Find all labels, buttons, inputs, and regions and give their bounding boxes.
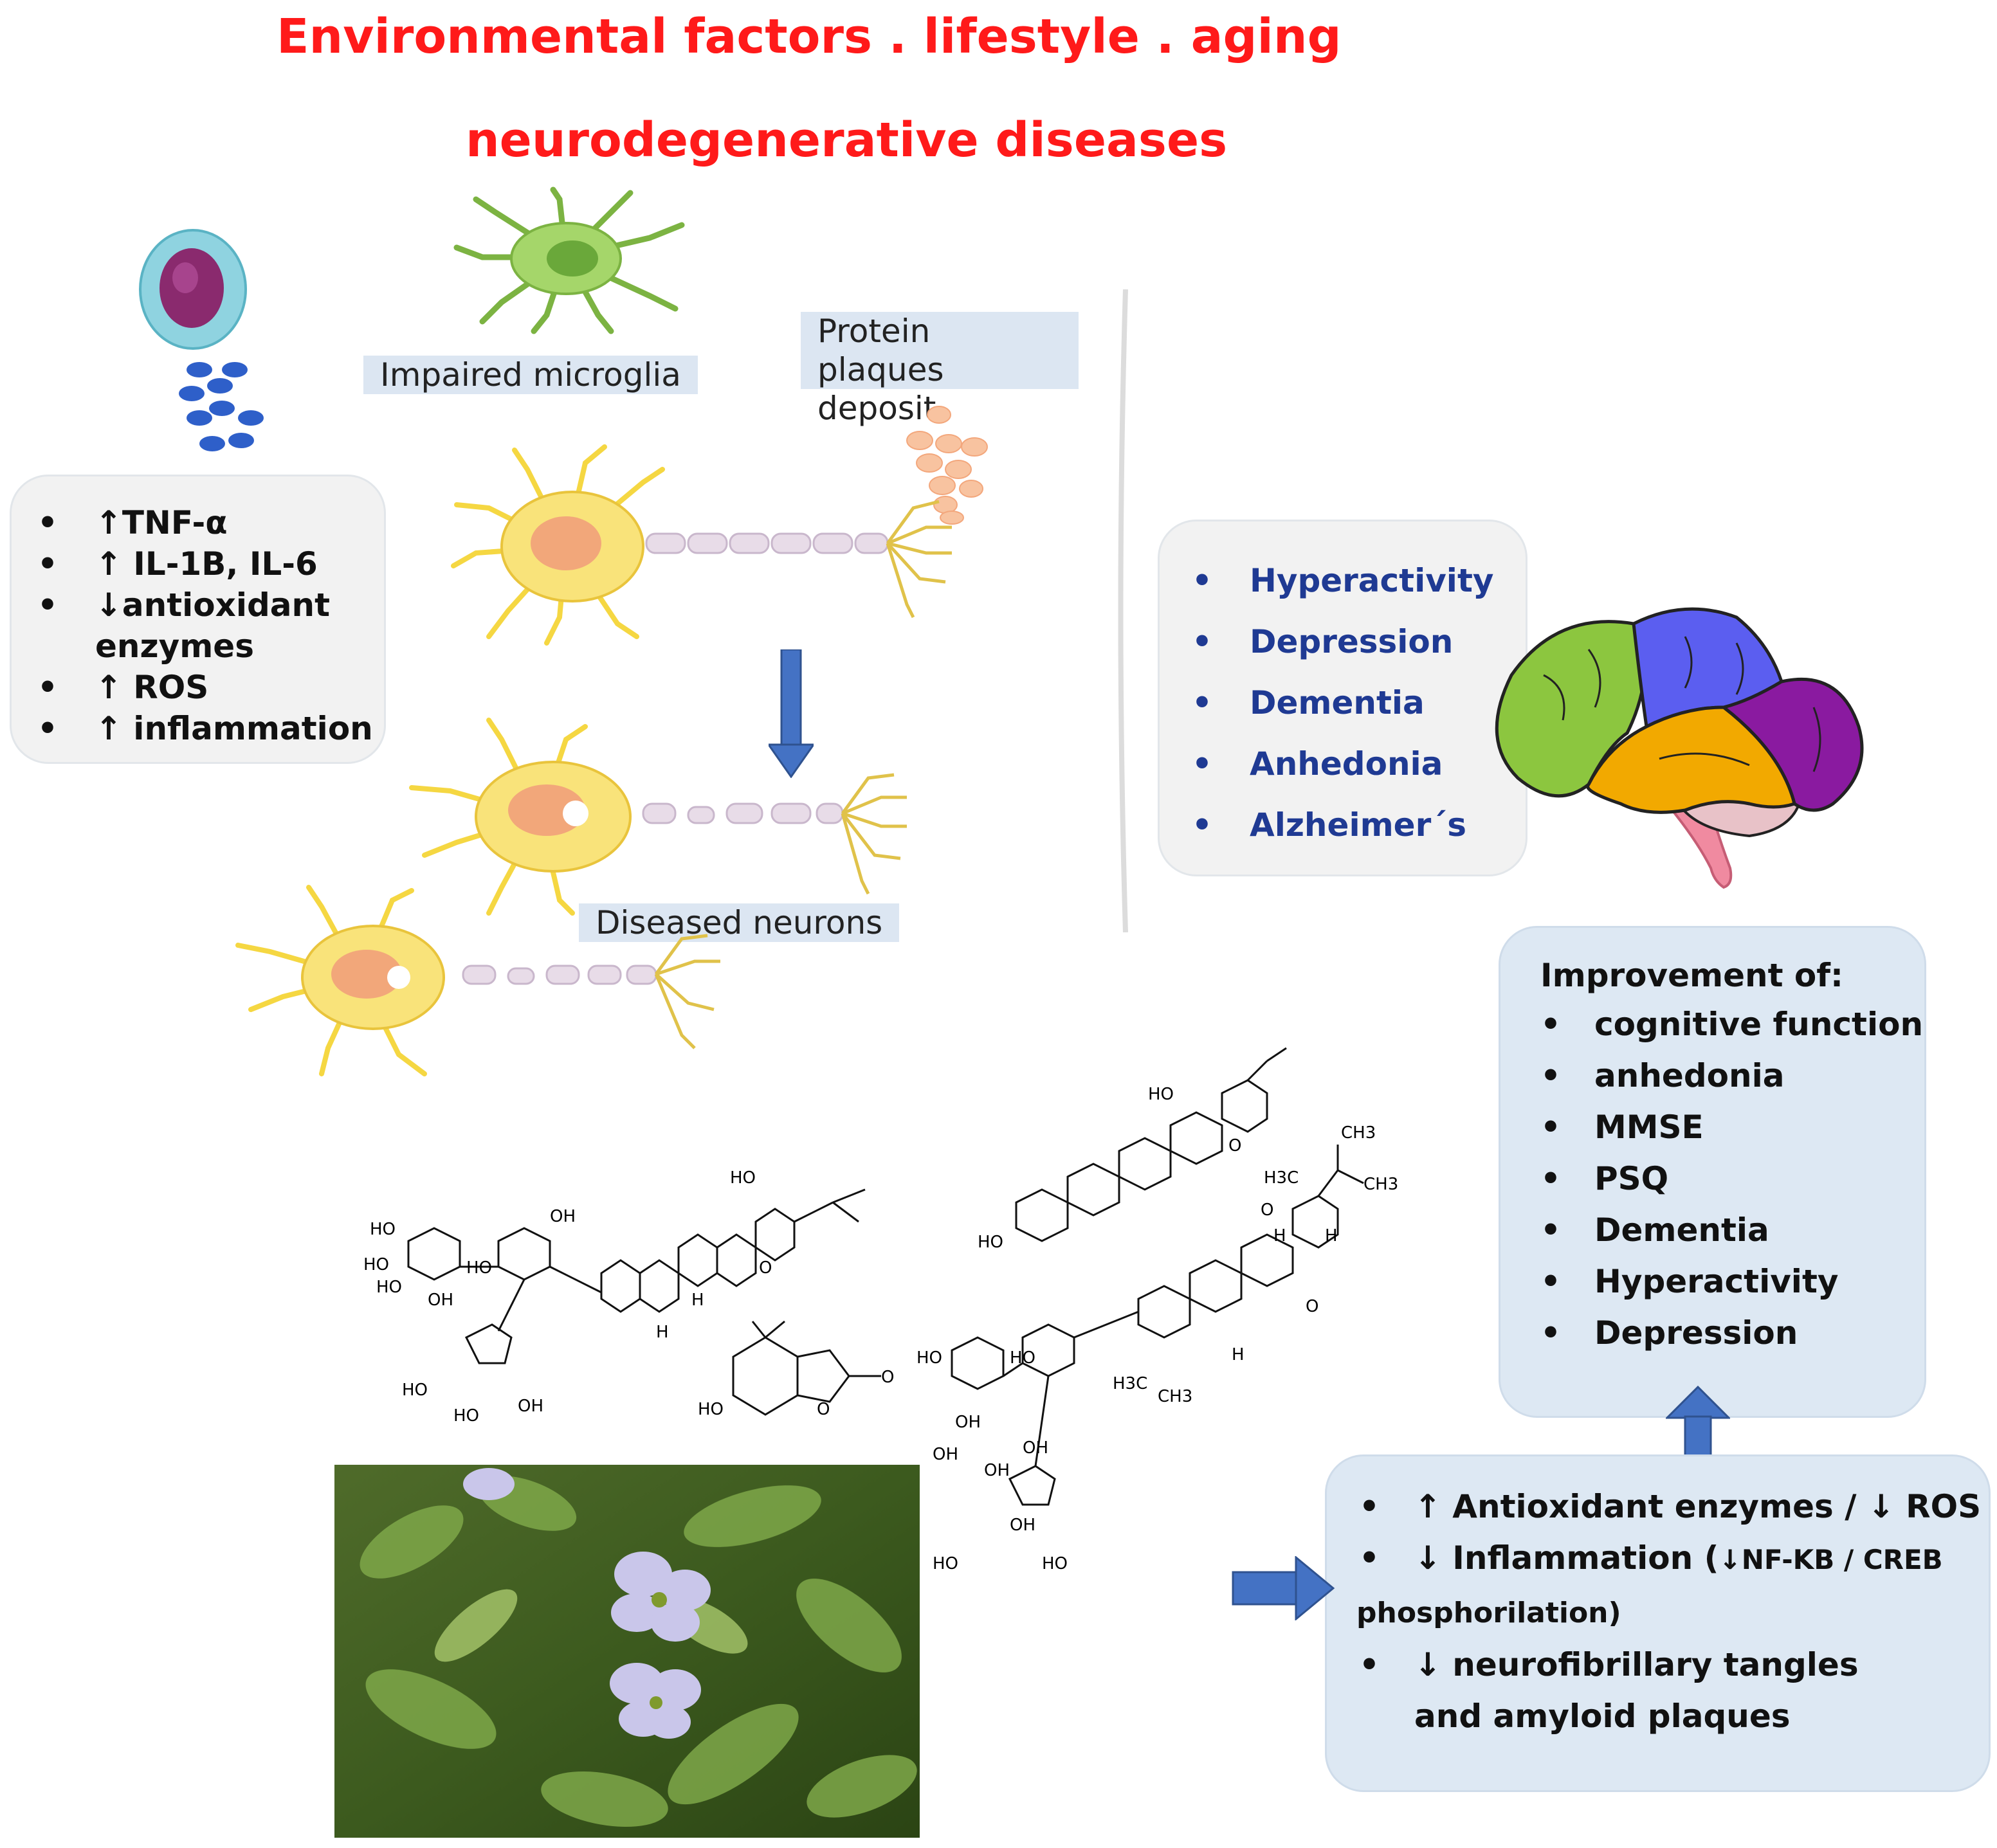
- inflammation-item: ↑ ROS: [12, 667, 384, 708]
- improvement-item: MMSE: [1500, 1101, 1924, 1153]
- effect-item: ↑ Antioxidant enzymes / ↓ ROS: [1327, 1481, 1989, 1532]
- improvement-heading: Improvement of:: [1540, 957, 1844, 994]
- improvement-box: Improvement of: cognitive function anhed…: [1499, 926, 1926, 1418]
- chem-label: H3C: [1264, 1168, 1299, 1188]
- chem-label: O: [759, 1258, 772, 1278]
- chemical-structure-glycoside-2: HO OH OH OH HO OH HO HO OH H3C CH3 H3C C…: [916, 1123, 1398, 1573]
- impaired-microglia-label: Impaired microglia: [363, 356, 698, 394]
- protein-plaques-illustration: [906, 406, 988, 525]
- chem-label: HO: [1042, 1554, 1068, 1573]
- symptom-item: Depression: [1160, 611, 1526, 673]
- chem-label: HO: [453, 1406, 479, 1426]
- symptom-item: Dementia: [1160, 673, 1526, 734]
- chemical-structure-lactone: HO O O: [698, 1320, 894, 1419]
- inflammation-item: ↑TNF-α: [12, 502, 384, 543]
- symptoms-box: Hyperactivity Depression Dementia Anhedo…: [1158, 520, 1527, 876]
- chem-label: H: [691, 1291, 704, 1310]
- up-arrow: [1666, 1386, 1730, 1463]
- improvement-item: Dementia: [1500, 1204, 1924, 1256]
- chemical-structure-glycoside-1: HO HO HO OH HO OH HO HO OH HO O H H: [363, 1168, 866, 1426]
- effects-box: ↑ Antioxidant enzymes / ↓ ROS ↓ Inflamma…: [1325, 1454, 1991, 1792]
- chem-label: O: [1306, 1297, 1318, 1316]
- chem-label: HO: [363, 1255, 389, 1274]
- chem-label: CH3: [1363, 1175, 1398, 1194]
- bacopa-plant-photo: [334, 1465, 920, 1838]
- symptom-item: Alzheimer´s: [1160, 795, 1526, 856]
- chem-label: HO: [1148, 1085, 1174, 1104]
- effect-item-tail: phosphorilation): [1356, 1597, 1621, 1629]
- brain-illustration: [1495, 607, 1864, 889]
- healthy-neuron-illustration: [451, 444, 952, 646]
- chem-label: OH: [1023, 1438, 1048, 1458]
- effect-item: ↓ Inflammation (↓NF-KB / CREB phosphoril…: [1327, 1532, 1989, 1639]
- title-line-1: Environmental factors . lifestyle . agin…: [277, 9, 1342, 64]
- chem-label: OH: [518, 1397, 543, 1416]
- chem-label: HO: [978, 1233, 1003, 1252]
- inflammation-item: ↓antioxidant enzymes: [12, 584, 330, 667]
- chem-label: H: [1325, 1226, 1338, 1246]
- chem-label: H: [1273, 1226, 1286, 1246]
- improvement-item: Hyperactivity: [1500, 1256, 1924, 1307]
- chem-label: HO: [916, 1348, 942, 1368]
- vertical-divider: [1118, 289, 1128, 932]
- chem-label: HO: [376, 1278, 402, 1297]
- chem-label: O: [1261, 1200, 1273, 1220]
- chem-label: HO: [1010, 1348, 1035, 1368]
- chem-label: HO: [466, 1258, 492, 1278]
- chem-label: O: [1228, 1136, 1241, 1155]
- chem-label: OH: [1010, 1516, 1035, 1535]
- chem-label: H: [1232, 1345, 1245, 1364]
- diseased-neuron-illustration-2: [235, 885, 720, 1076]
- chem-label: O: [881, 1368, 894, 1387]
- chem-label: OH: [428, 1291, 453, 1310]
- effect-item: ↓ neurofibrillary tangles and amyloid pl…: [1327, 1639, 1922, 1742]
- protein-plaques-label: Protein plaques deposit: [801, 312, 1079, 427]
- title-line-2: neurodegenerative diseases: [466, 113, 1228, 168]
- microglia-illustration: [453, 186, 685, 334]
- diseased-neuron-illustration-1: [409, 718, 907, 916]
- improvement-item: cognitive function: [1500, 999, 1924, 1050]
- symptom-item: Hyperactivity: [1160, 550, 1526, 611]
- immune-cell-illustration: [139, 229, 264, 451]
- chem-label: CH3: [1158, 1387, 1192, 1406]
- chem-label: CH3: [1341, 1123, 1376, 1143]
- chem-label: OH: [550, 1207, 576, 1226]
- chem-label: H3C: [1113, 1374, 1147, 1393]
- chem-label: HO: [698, 1400, 724, 1419]
- chem-label: H: [656, 1323, 669, 1342]
- chem-label: OH: [955, 1413, 981, 1432]
- effect-item-small: ↓NF-KB / CREB: [1719, 1544, 1943, 1575]
- inflammation-item: ↑ IL-1B, IL-6: [12, 543, 384, 584]
- effect-item-main: ↓ Inflammation (: [1414, 1539, 1719, 1577]
- chem-label: OH: [984, 1461, 1010, 1480]
- chemical-structure-aglycone: HO HO O: [978, 1047, 1287, 1252]
- chem-label: HO: [370, 1220, 396, 1239]
- right-arrow: [1232, 1556, 1335, 1620]
- improvement-item: anhedonia: [1500, 1050, 1924, 1101]
- improvement-item: Depression: [1500, 1307, 1924, 1359]
- chem-label: HO: [730, 1168, 756, 1188]
- symptom-item: Anhedonia: [1160, 734, 1526, 795]
- inflammation-markers-box: ↑TNF-α ↑ IL-1B, IL-6 ↓antioxidant enzyme…: [10, 475, 386, 764]
- chem-label: O: [817, 1400, 830, 1419]
- improvement-item: PSQ: [1500, 1153, 1924, 1204]
- chem-label: HO: [402, 1381, 428, 1400]
- down-arrow: [769, 649, 814, 778]
- diseased-neurons-label: Diseased neurons: [579, 903, 900, 942]
- chem-label: OH: [933, 1445, 958, 1464]
- inflammation-item: ↑ inflammation: [12, 708, 384, 749]
- chem-label: HO: [933, 1554, 958, 1573]
